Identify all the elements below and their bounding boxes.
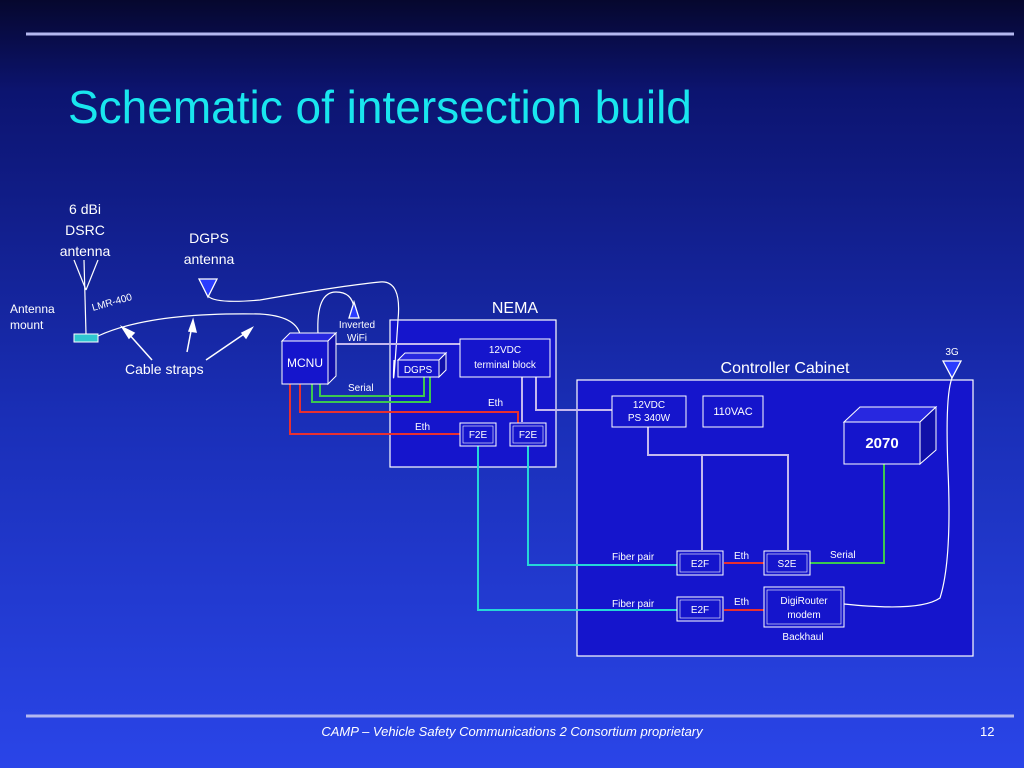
antenna-mount-icon [73, 333, 99, 343]
eth-nema-label: Eth [488, 398, 503, 409]
cable-cyan-fiber-1 [527, 446, 677, 566]
fiber-pair-label-1: Fiber pair [612, 552, 655, 563]
ps-box [611, 395, 687, 428]
antenna-mount-label-1: Antenna [10, 302, 55, 316]
eth-e2f-label-1: Eth [734, 551, 749, 562]
controller-2070-label: 2070 [865, 435, 898, 452]
ps-label-1: 12VDC [633, 400, 665, 411]
terminal-block-label-1: 12VDC [489, 345, 521, 356]
cable-strap-arrow-mid [186, 317, 197, 353]
cable-strap-arrow-left [119, 325, 153, 361]
eth-e2f-label-2: Eth [734, 597, 749, 608]
controller-2070-device [842, 405, 938, 466]
vac-box [702, 395, 764, 428]
cable-cyan-fiber-2 [477, 446, 677, 611]
cable-green-serial [311, 376, 431, 403]
eth-mcnu-label: Eth [415, 422, 430, 433]
cable-lilac-power-ps [535, 377, 612, 411]
e2f-box-2 [676, 596, 724, 622]
backhaul-label: Backhaul [782, 632, 823, 643]
cable-lilac-ps-distribution [647, 427, 789, 550]
serial-mcnu-label: Serial [348, 383, 374, 394]
nema-label: NEMA [492, 300, 539, 317]
dsrc-antenna-label-1: 6 dBi [69, 201, 101, 217]
serial-s2e-label: Serial [830, 550, 856, 561]
dgps-label: DGPS [404, 365, 433, 376]
vac-label: 110VAC [713, 406, 752, 418]
f2e-box-2 [509, 422, 547, 447]
cable-green-s2e-2070 [810, 464, 885, 564]
mcnu-label: MCNU [287, 356, 323, 370]
inverted-wifi-antenna-icon [348, 299, 360, 319]
s2e-box-inner [766, 553, 808, 573]
dsrc-antenna-label-2: DSRC [65, 222, 105, 238]
cable-3g [843, 377, 953, 608]
digirouter-label-2: modem [787, 610, 820, 621]
f2e-label-1: F2E [469, 430, 488, 441]
cable-strap-arrow-right [205, 326, 254, 361]
digirouter-box-inner [766, 589, 842, 625]
e2f-label-2: E2F [691, 605, 709, 616]
inverted-wifi-label-1: Inverted [339, 320, 375, 331]
dgps-antenna-label-2: antenna [184, 251, 235, 267]
dgps-antenna-label-1: DGPS [189, 230, 229, 246]
ps-label-2: PS 340W [628, 413, 671, 424]
slide-title: Schematic of intersection build [68, 81, 692, 133]
cable-red-eth-top [299, 384, 519, 424]
digirouter-box [763, 586, 845, 628]
antenna-mount-label-2: mount [10, 318, 44, 332]
terminal-block-box [459, 338, 551, 378]
f2e-box-2-inner [512, 425, 544, 444]
cable-dgps-antenna [207, 281, 400, 379]
3g-label: 3G [945, 347, 959, 358]
s2e-label: S2E [778, 559, 797, 570]
terminal-block-label-2: terminal block [474, 360, 537, 371]
cable-red-eth-bottom [289, 384, 460, 435]
cable-dsrc-lmr400 [97, 313, 301, 337]
dsrc-antenna-icon [73, 259, 99, 335]
e2f-label-1: E2F [691, 559, 709, 570]
f2e-box-1-inner [462, 425, 494, 444]
digirouter-label-1: DigiRouter [780, 596, 828, 607]
cable-straps-label: Cable straps [125, 361, 204, 377]
e2f-box-1 [676, 550, 724, 576]
fiber-pair-label-2: Fiber pair [612, 599, 655, 610]
f2e-box-1 [459, 422, 497, 447]
page-number: 12 [980, 724, 995, 739]
dgps-device [396, 351, 448, 379]
cable-wifi [317, 291, 355, 335]
f2e-label-2: F2E [519, 430, 538, 441]
footer-text: CAMP – Vehicle Safety Communications 2 C… [321, 724, 703, 739]
mcnu-device [280, 331, 338, 386]
controller-cabinet-label: Controller Cabinet [721, 360, 851, 377]
inverted-wifi-label-2: WiFi [347, 333, 367, 344]
dgps-antenna-icon [197, 278, 219, 299]
s2e-box [763, 550, 811, 576]
lmr-400-label: LMR-400 [91, 292, 134, 314]
3g-antenna-icon [941, 360, 963, 380]
e2f-box-1-inner [679, 553, 721, 573]
e2f-box-2-inner [679, 599, 721, 619]
dsrc-antenna-label-3: antenna [60, 243, 111, 259]
